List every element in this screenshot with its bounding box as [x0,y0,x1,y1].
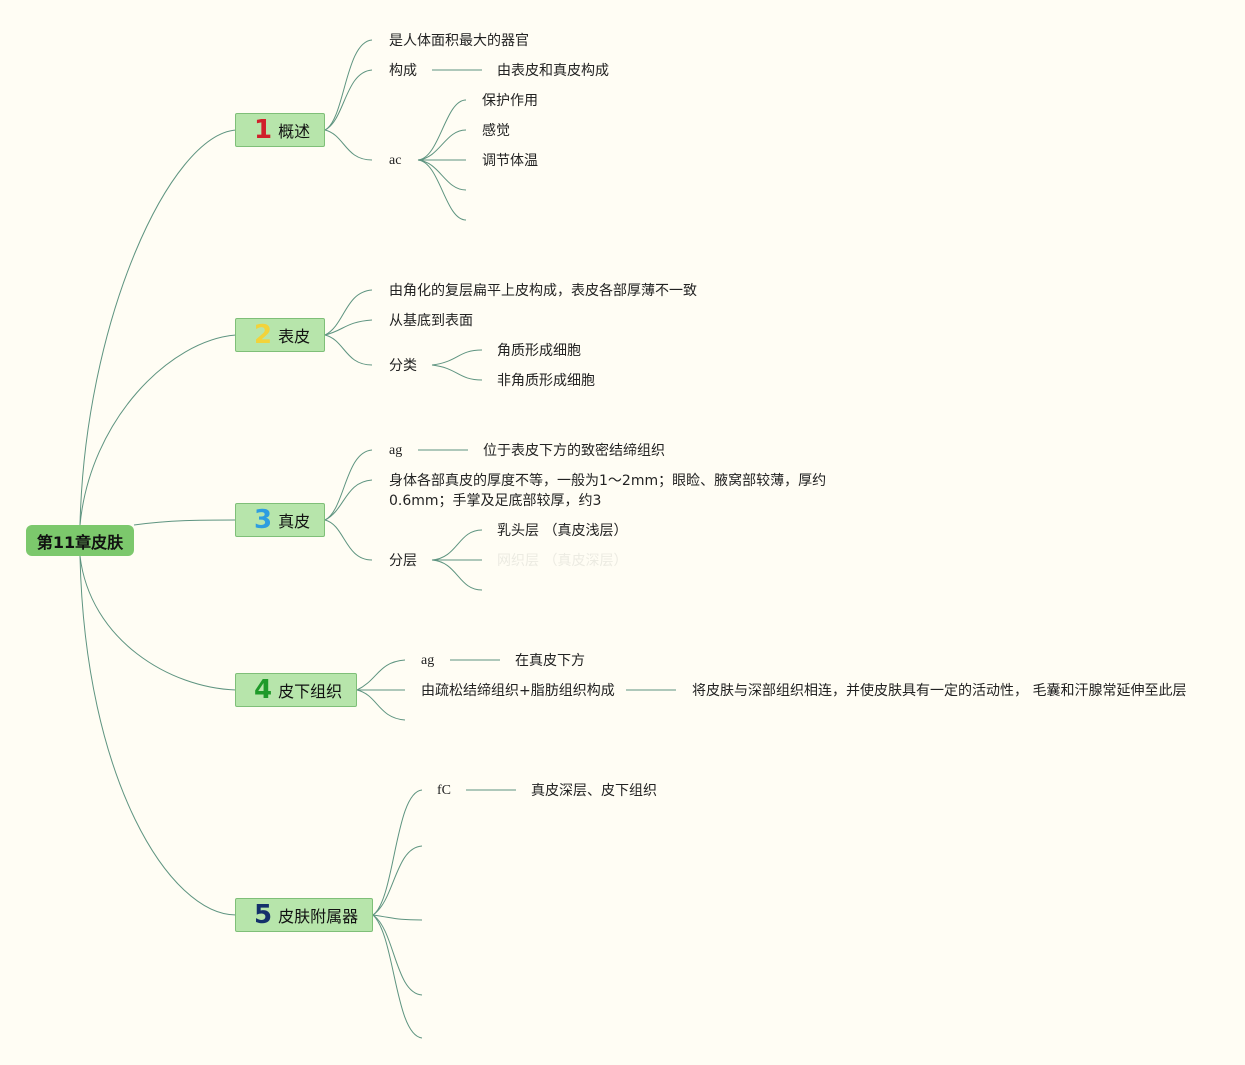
subtopic[interactable]: 是人体面积最大的器官 [389,33,529,49]
branch-label: 皮下组织 [278,682,343,701]
number-2-icon: 2 [254,320,273,350]
leaf-topic[interactable]: 角质形成细胞 [497,343,581,359]
leaf-topic[interactable]: 调节体温 [482,153,538,169]
branch-2-topic[interactable]: 2 表皮 [235,318,325,352]
root-topic[interactable]: 第11章皮肤 [26,525,134,556]
subtopic[interactable]: fC [437,783,451,798]
branch-label: 真皮 [278,512,311,531]
branch-4-topic[interactable]: 4 皮下组织 [235,673,357,707]
connector-root-b5 [79,555,237,916]
subtopic[interactable]: 由角化的复层扁平上皮构成，表皮各部厚薄不一致 [389,283,697,299]
subtopic[interactable]: 分层 [389,553,417,569]
branch-5-topic[interactable]: 5 皮肤附属器 [235,898,373,932]
subtopic-detail[interactable]: 将皮肤与深部组织相连，并使皮肤具有一定的活动性， 毛囊和汗腺常延伸至此层 [692,683,1187,699]
number-4-icon: 4 [254,675,273,705]
leaf-topic[interactable]: 感觉 [482,123,510,139]
subtopic[interactable]: 构成 [389,63,417,79]
branch-label: 表皮 [278,327,311,346]
subtopic[interactable]: 从基底到表面 [389,313,473,329]
branch-3-topic[interactable]: 3 真皮 [235,503,325,537]
subtopic-detail[interactable]: 由表皮和真皮构成 [497,63,609,79]
subtopic-detail[interactable]: 在真皮下方 [515,653,585,669]
subtopic[interactable]: ag [421,653,435,668]
leaf-topic[interactable]: 乳头层 （真皮浅层） [497,523,628,539]
subtopic[interactable]: 由疏松结缔组织+脂肪组织构成 [421,683,615,699]
leaf-topic[interactable]: 保护作用 [482,93,538,109]
connector-root-b4 [79,555,237,691]
connector-root-b2 [79,334,237,526]
subtopic[interactable]: ag [389,443,403,458]
branch-label: 皮肤附属器 [278,907,359,926]
subtopic[interactable]: 分类 [389,358,417,374]
subtopic-detail[interactable]: 真皮深层、皮下组织 [531,783,657,799]
connector-root-b3 [133,519,237,526]
number-3-icon: 3 [254,505,273,535]
leaf-topic[interactable]: 网织层 （真皮深层） [497,553,628,569]
number-1-icon: 1 [254,115,273,145]
number-5-icon: 5 [254,900,273,930]
connector-root-b1 [79,129,237,526]
subtopic[interactable]: ac [389,153,402,168]
branch-label: 概述 [278,122,311,141]
subtopic[interactable]: 身体各部真皮的厚度不等，一般为1～2mm；眼睑、腋窝部较薄，厚约0.6mm；手掌… [389,473,827,509]
branch-1-topic[interactable]: 1 概述 [235,113,325,147]
subtopic-detail[interactable]: 位于表皮下方的致密结缔组织 [483,443,665,459]
leaf-topic[interactable]: 非角质形成细胞 [497,373,595,389]
